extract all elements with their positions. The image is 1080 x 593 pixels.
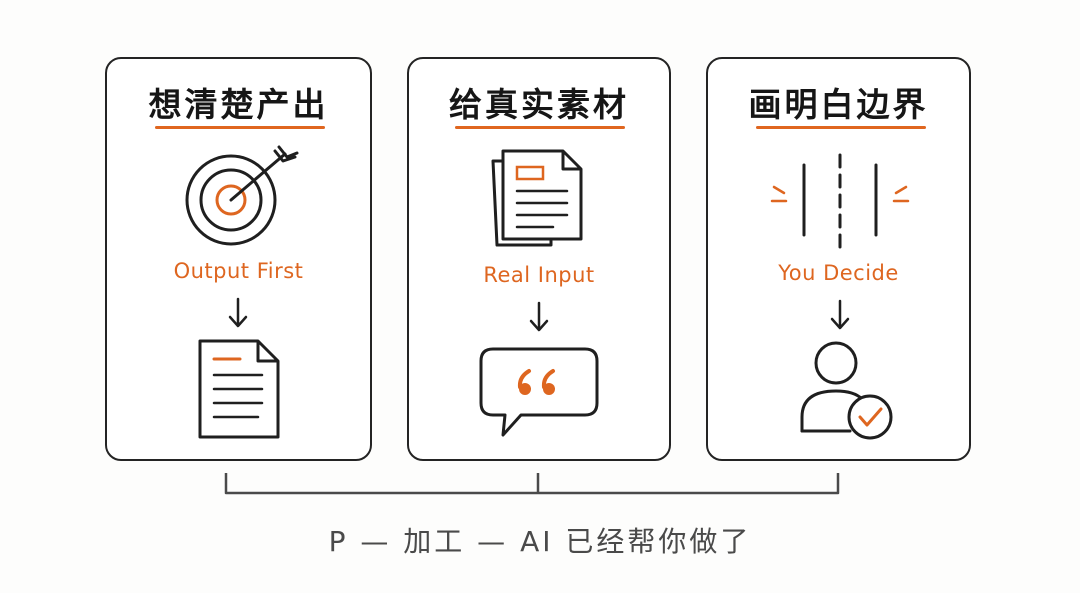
quote-bubble-icon <box>479 347 599 437</box>
card-title: 画明白边界 <box>748 85 929 124</box>
document-icon <box>198 339 280 439</box>
card-caption: You Decide <box>778 261 899 285</box>
boundary-lines-icon <box>770 153 910 257</box>
title-underline <box>155 126 325 129</box>
stacked-documents-icon <box>491 149 583 247</box>
title-underline <box>756 126 926 129</box>
card-caption: Real Input <box>483 263 595 287</box>
card-caption: Output First <box>173 259 304 283</box>
target-icon <box>185 145 299 246</box>
arrow-down-icon <box>529 301 549 332</box>
card-you-decide: 画明白边界 You Decide <box>706 57 971 461</box>
card-title: 给真实素材 <box>449 85 629 124</box>
card-real-input: 给真实素材 Real Input <box>407 57 671 461</box>
person-check-icon <box>800 341 893 440</box>
title-underline <box>455 126 625 129</box>
arrow-down-icon <box>228 297 248 328</box>
arrow-down-icon <box>830 299 850 330</box>
card-title: 想清楚产出 <box>148 85 329 124</box>
card-output-first: 想清楚产出 Output First <box>105 57 372 461</box>
footer-caption: P — 加工 — AI 已经帮你做了 <box>328 525 752 558</box>
